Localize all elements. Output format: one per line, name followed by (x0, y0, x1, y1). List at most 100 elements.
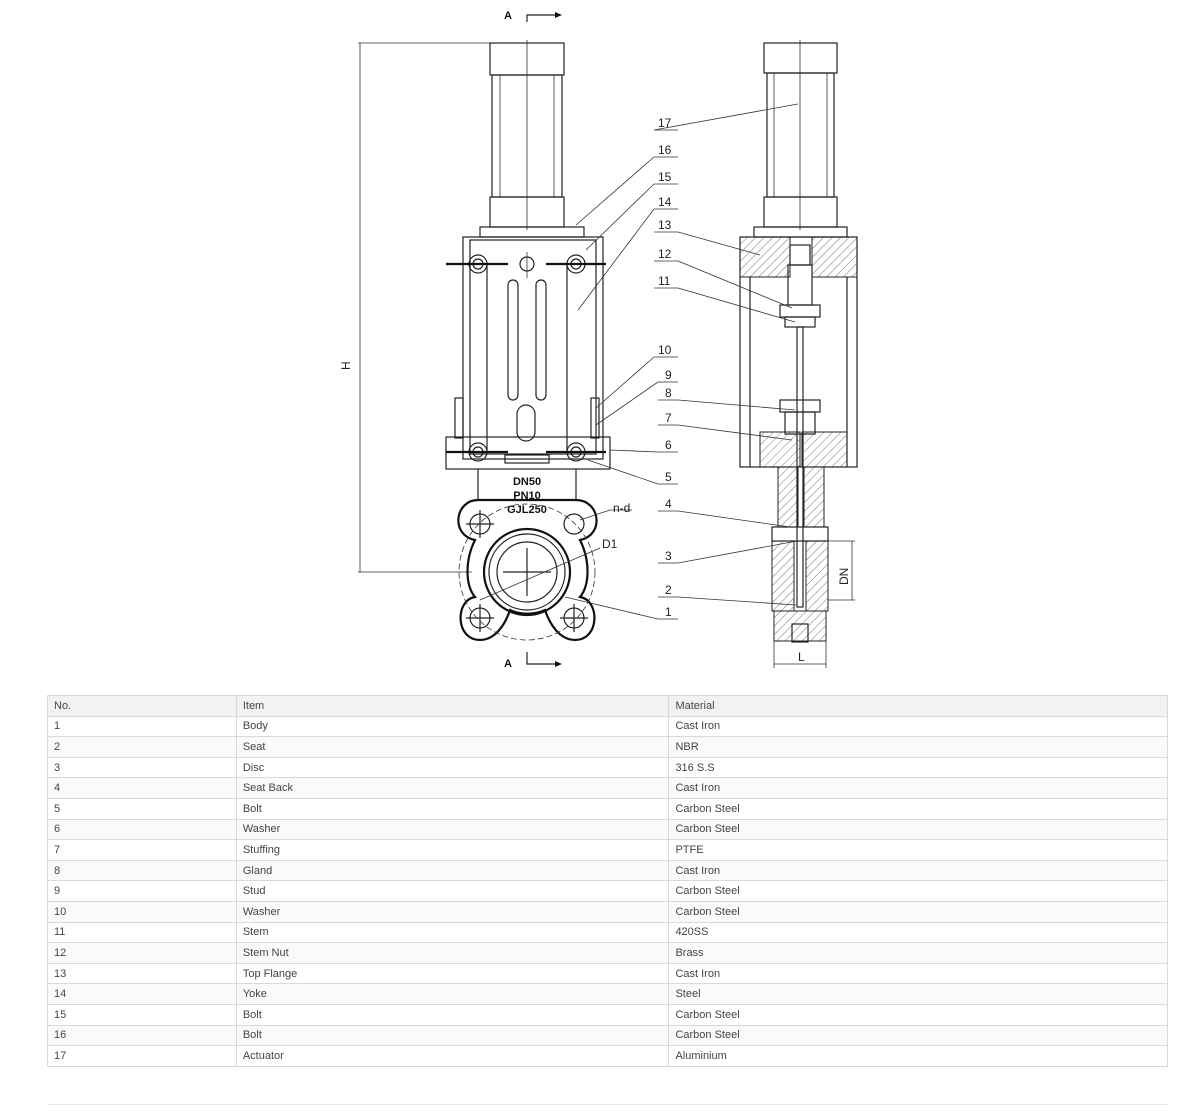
header-item: Item (235, 695, 670, 717)
callout-12: 12 (654, 247, 793, 309)
cell-material: Cast Iron (668, 859, 1168, 882)
svg-text:9: 9 (665, 368, 672, 382)
cell-no: 4 (47, 777, 237, 799)
cell-material: Cast Iron (668, 777, 1168, 799)
cell-no: 10 (47, 900, 237, 923)
section-view: DN L (739, 40, 858, 668)
svg-text:15: 15 (658, 170, 672, 184)
cell-material: Brass (668, 942, 1168, 964)
section-mark-bottom: A (504, 658, 512, 670)
cell-item: Seat (235, 736, 670, 758)
svg-text:10: 10 (658, 343, 672, 357)
callout-7: 7 (658, 411, 793, 441)
cell-no: 16 (47, 1024, 237, 1047)
svg-text:16: 16 (658, 143, 672, 157)
callout-15: 15 (585, 170, 678, 251)
cell-material: Cast Iron (668, 715, 1168, 738)
cell-no: 12 (47, 942, 237, 964)
callout-17: 17 (653, 103, 799, 131)
cell-item: Seat Back (235, 777, 670, 799)
cell-no: 17 (47, 1045, 237, 1067)
cell-item: Body (235, 715, 670, 738)
valve-technical-drawing: A A H (339, 10, 858, 670)
dim-dn: DN (837, 568, 851, 585)
callout-1: 1 (564, 596, 678, 620)
svg-text:8: 8 (665, 386, 672, 400)
cell-no: 13 (47, 962, 237, 985)
cell-no: 5 (47, 797, 237, 820)
cell-item: Stud (235, 880, 670, 902)
header-no: No. (47, 695, 237, 717)
callout-10: 10 (595, 343, 678, 409)
svg-text:5: 5 (665, 470, 672, 484)
cell-material: Carbon Steel (668, 1024, 1168, 1047)
callout-2: 2 (658, 583, 797, 606)
cell-item: Yoke (235, 983, 670, 1005)
header-material: Material (668, 695, 1168, 717)
table-header-row: No. Item Material (47, 695, 1168, 717)
body-marking-material: GJL250 (507, 504, 547, 516)
cell-no: 14 (47, 983, 237, 1005)
cell-material: Cast Iron (668, 962, 1168, 985)
callouts: 17 16 15 14 13 12 11 10 9 8 7 6 5 4 3 2 … (564, 103, 799, 620)
cell-item: Bolt (235, 1024, 670, 1047)
callout-16: 16 (575, 143, 678, 226)
cell-no: 15 (47, 1003, 237, 1026)
cell-item: Stem (235, 921, 670, 944)
dim-l: L (798, 650, 805, 664)
cell-item: Washer (235, 818, 670, 841)
svg-text:17: 17 (658, 116, 672, 130)
cell-material: NBR (668, 736, 1168, 758)
cell-no: 11 (47, 921, 237, 944)
svg-text:2: 2 (665, 583, 672, 597)
cell-material: Carbon Steel (668, 880, 1168, 902)
cell-item: Gland (235, 859, 670, 882)
svg-text:11: 11 (658, 274, 671, 288)
cell-no: 3 (47, 756, 237, 779)
cell-item: Actuator (235, 1045, 670, 1067)
callout-9: 9 (595, 368, 678, 426)
cell-no: 6 (47, 818, 237, 841)
cell-no: 2 (47, 736, 237, 758)
cell-item: Stem Nut (235, 942, 670, 964)
callout-13: 13 (654, 218, 761, 256)
cell-no: 1 (47, 715, 237, 738)
svg-text:1: 1 (665, 605, 672, 619)
cell-material: Carbon Steel (668, 1003, 1168, 1026)
cell-item: Bolt (235, 1003, 670, 1026)
cell-no: 8 (47, 859, 237, 882)
dim-h: H (339, 361, 353, 370)
dim-n-d: n-d (613, 501, 630, 515)
svg-text:12: 12 (658, 247, 672, 261)
callout-6: 6 (609, 438, 678, 453)
svg-text:14: 14 (658, 195, 672, 209)
callout-11: 11 (654, 274, 796, 323)
callout-8: 8 (658, 386, 796, 411)
section-mark-top: A (504, 10, 512, 22)
callout-5: 5 (587, 459, 678, 485)
cell-item: Bolt (235, 797, 670, 820)
cell-item: Stuffing (235, 839, 670, 861)
cell-material: Carbon Steel (668, 900, 1168, 923)
svg-text:7: 7 (665, 411, 672, 425)
cell-material: Steel (668, 983, 1168, 1005)
dim-d1: D1 (602, 537, 618, 551)
callout-3: 3 (658, 540, 798, 564)
